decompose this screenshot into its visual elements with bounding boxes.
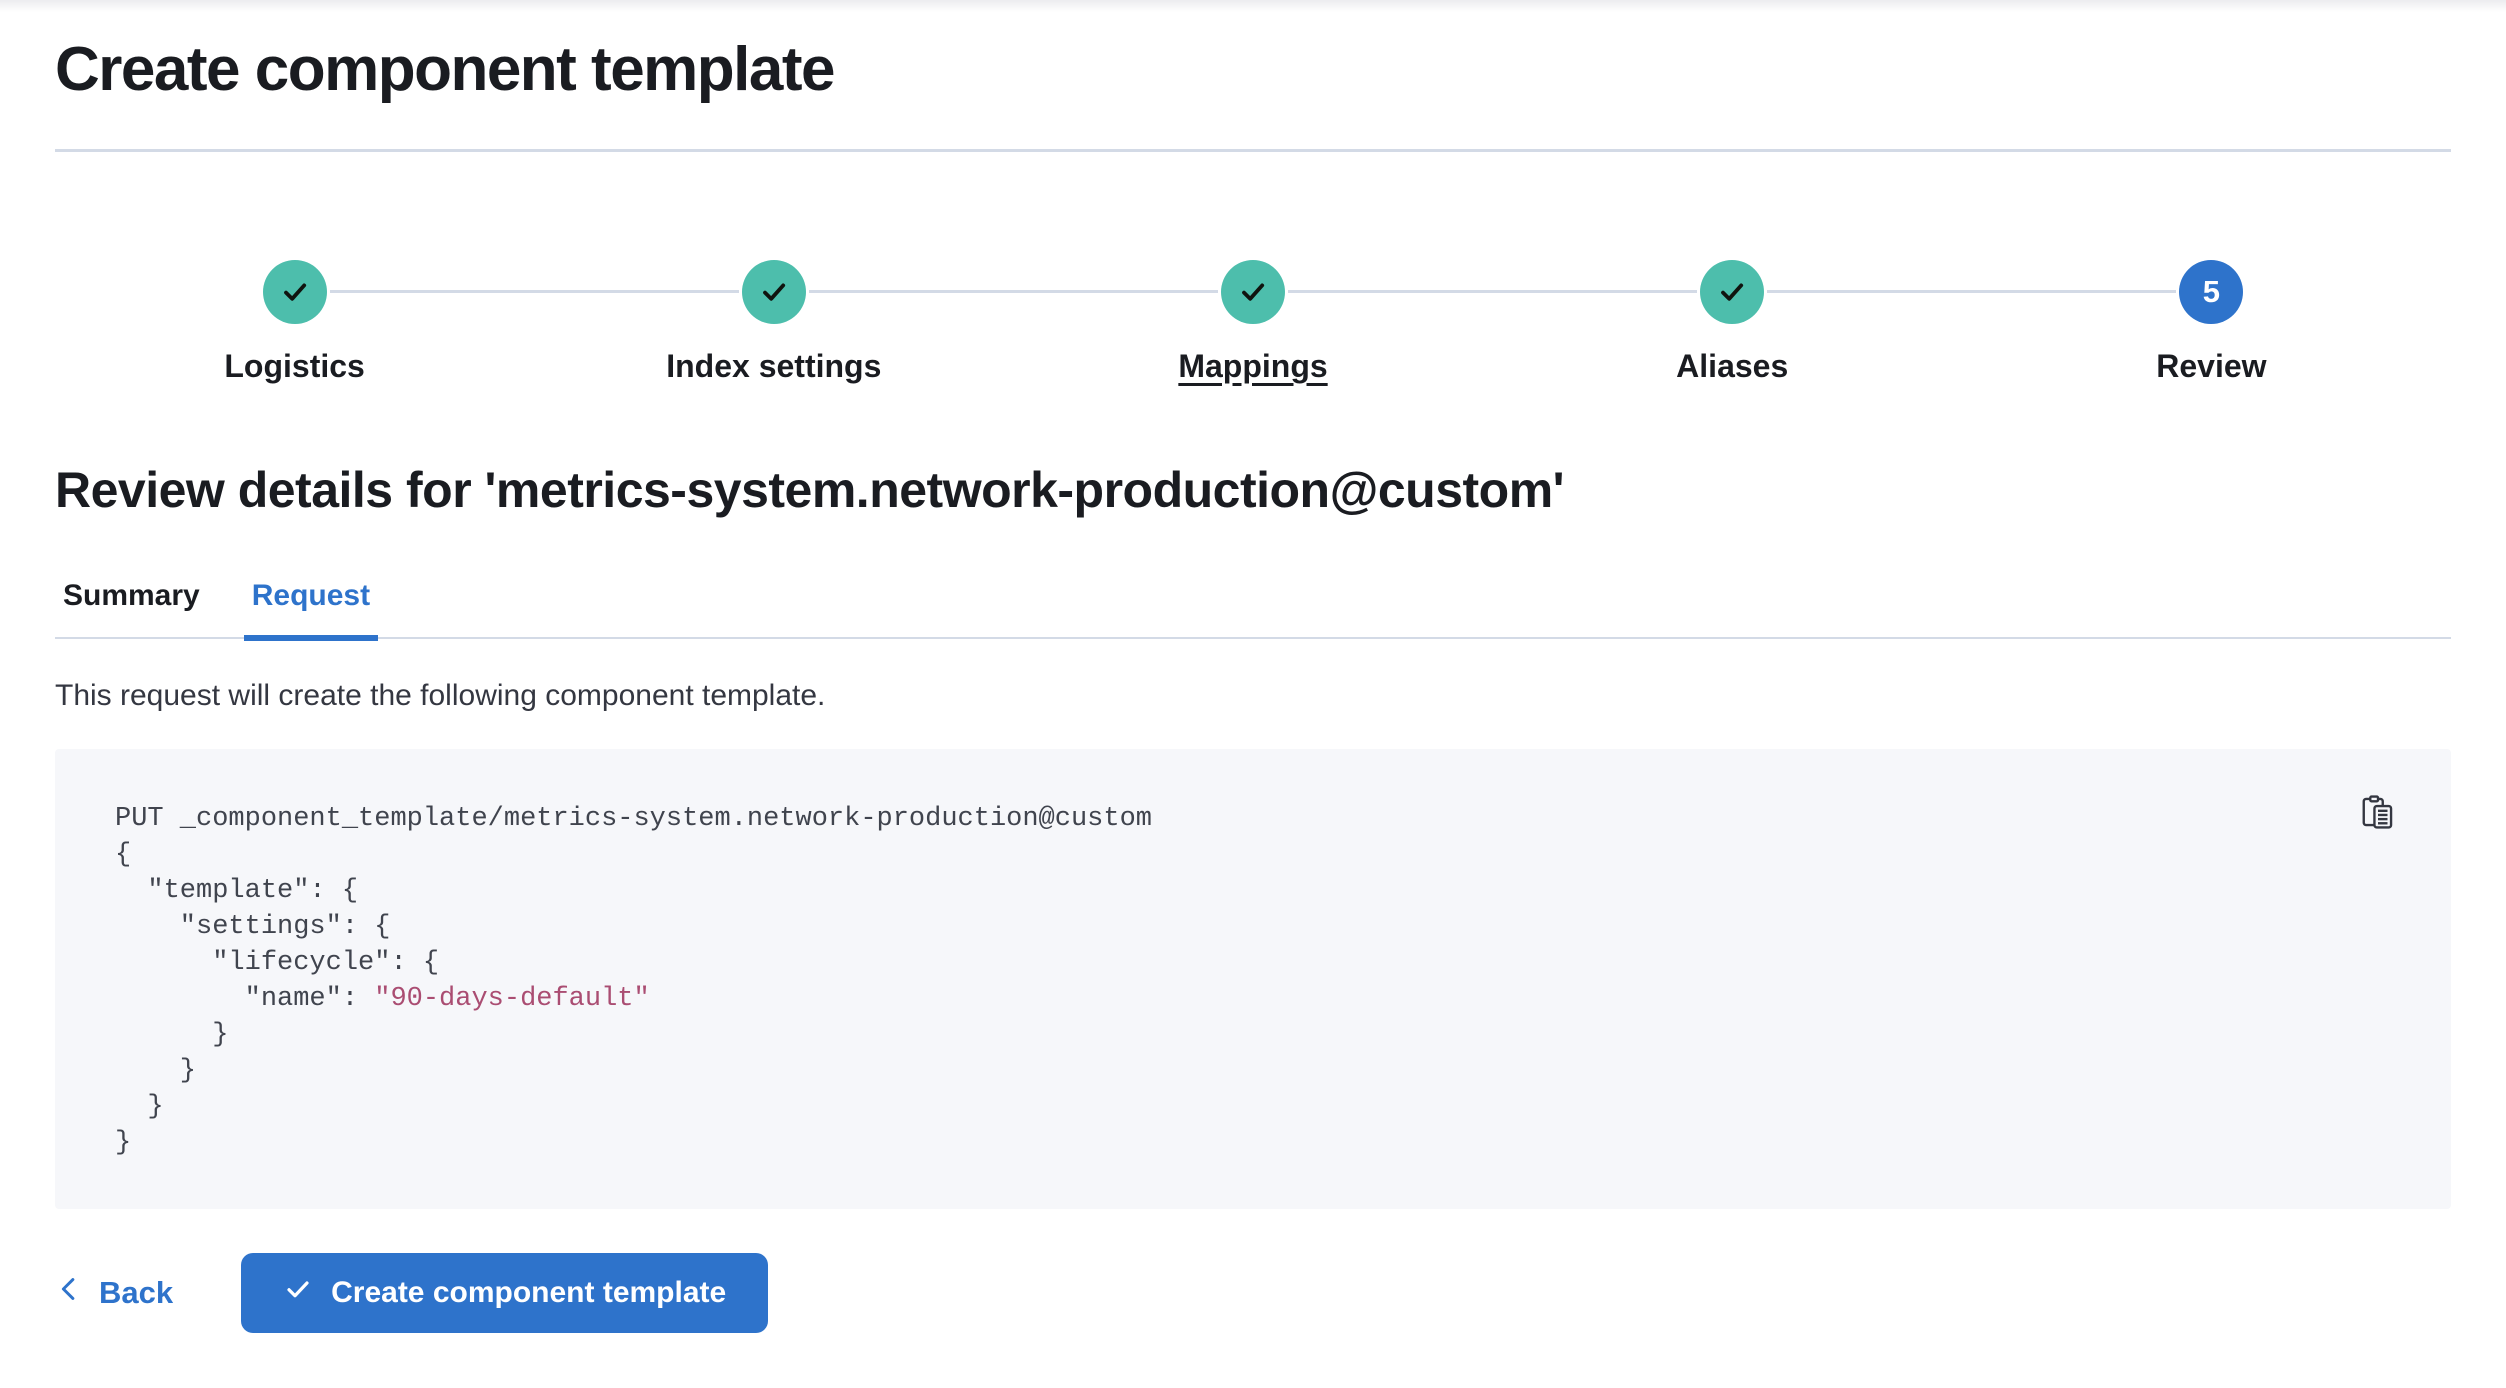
step-label: Mappings xyxy=(1178,348,1328,384)
back-button-label: Back xyxy=(99,1275,174,1310)
tab-request[interactable]: Request xyxy=(243,579,379,641)
request-description: This request will create the following c… xyxy=(55,679,826,712)
tab-bar: Summary Request xyxy=(55,579,2451,641)
create-component-template-button[interactable]: Create component template xyxy=(241,1253,769,1333)
check-icon xyxy=(762,283,785,301)
step-label: Index settings xyxy=(666,348,882,384)
step-circle: 5 xyxy=(2179,260,2244,324)
step-label: Logistics xyxy=(224,348,365,384)
stepper-step-aliases[interactable]: Aliases xyxy=(1492,260,1973,385)
create-button-label: Create component template xyxy=(331,1276,727,1309)
step-circle xyxy=(1700,260,1765,324)
check-icon xyxy=(1242,283,1265,301)
title-divider xyxy=(55,149,2451,152)
step-number: 5 xyxy=(2202,274,2221,309)
tab-summary[interactable]: Summary xyxy=(55,579,208,641)
chevron-left-icon xyxy=(55,1275,83,1311)
stepper-step-review[interactable]: 5 Review xyxy=(1971,260,2451,385)
stepper-step-index-settings[interactable]: Index settings xyxy=(534,260,1014,385)
footer-actions: Back Create component template xyxy=(55,1253,2451,1333)
stepper-step-logistics[interactable]: Logistics xyxy=(55,260,535,385)
page-title: Create component template xyxy=(55,35,836,104)
stepper-step-mappings[interactable]: Mappings xyxy=(1013,260,1493,385)
step-circle xyxy=(262,260,327,324)
step-circle xyxy=(1221,260,1285,324)
check-icon xyxy=(283,1274,313,1312)
review-details-heading: Review details for 'metrics-system.netwo… xyxy=(55,462,1565,518)
copy-to-clipboard-button[interactable] xyxy=(2359,793,2397,831)
request-code-block: PUT _component_template/metrics-system.n… xyxy=(55,749,2451,1209)
back-button[interactable]: Back xyxy=(55,1275,173,1311)
copy-clipboard-icon xyxy=(2359,795,2397,834)
check-icon xyxy=(1721,283,1744,301)
check-icon xyxy=(283,283,306,301)
request-code: PUT _component_template/metrics-system.n… xyxy=(115,804,1152,1158)
step-circle xyxy=(741,260,806,324)
stepper: Logistics Index settings Mappings Aliase… xyxy=(55,260,2451,385)
create-component-template-page: Create component template Logistics Inde… xyxy=(55,35,2451,1333)
step-label: Aliases xyxy=(1676,348,1789,384)
step-label: Review xyxy=(2156,348,2267,384)
